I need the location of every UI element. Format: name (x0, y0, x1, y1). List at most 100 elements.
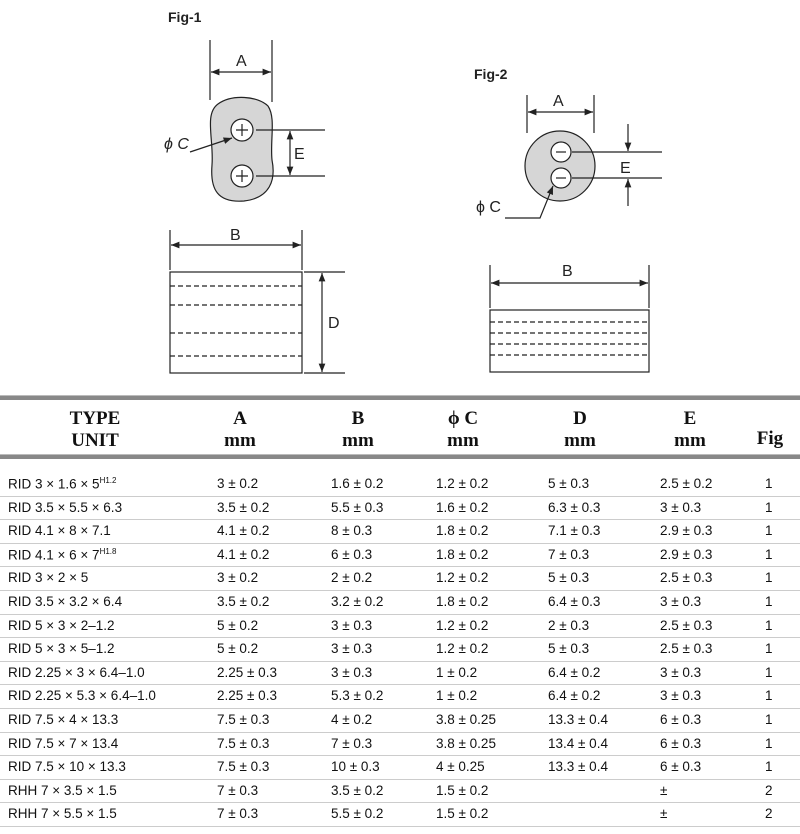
cell-a: 7.5 ± 0.3 (217, 736, 269, 751)
cell-fig: 1 (765, 641, 773, 656)
cell-d-text: 13.4 ± 0.4 (548, 735, 608, 751)
cell-b-text: 8 ± 0.3 (331, 523, 373, 539)
cell-e: 2.5 ± 0.3 (660, 641, 712, 656)
cell-e: ± (660, 806, 667, 821)
fig1-dim-d: D (328, 315, 340, 332)
cell-a: 7 ± 0.3 (217, 806, 258, 821)
cell-type-text: RID 2.25 × 5.3 × 6.4–1.0 (8, 688, 156, 704)
cell-b: 3 ± 0.3 (331, 641, 372, 656)
cell-c: 1.2 ± 0.2 (436, 641, 488, 656)
cell-d-text: 5 ± 0.3 (548, 570, 590, 586)
cell-fig: 1 (765, 665, 773, 680)
header-a-label: A (233, 408, 247, 429)
cell-c-text: 1.8 ± 0.2 (436, 523, 489, 539)
cell-d-text: 6.4 ± 0.3 (548, 594, 601, 609)
cell-fig: 1 (765, 594, 773, 609)
cell-a-text: 2.25 ± 0.3 (217, 664, 277, 680)
cell-d: 5 ± 0.3 (548, 641, 589, 656)
cell-e: 3 ± 0.3 (660, 665, 701, 680)
cell-c-text: 3.8 ± 0.25 (436, 712, 496, 727)
cell-a-text: 7.5 ± 0.3 (217, 712, 270, 727)
header-type-label: TYPE (69, 408, 121, 429)
cell-b-text: 6 ± 0.3 (331, 546, 373, 562)
cell-d: 6.4 ± 0.2 (548, 665, 600, 680)
table-top-rule (0, 395, 800, 400)
cell-d: 13.4 ± 0.4 (548, 736, 608, 751)
cell-a: 2.25 ± 0.3 (217, 688, 277, 703)
cell-type-text: RID 3 × 1.6 × 5 (8, 476, 100, 492)
cell-type: RID 5 × 3 × 5–1.2 (8, 641, 115, 656)
cell-fig-text: 1 (765, 688, 773, 704)
cell-fig-text: 1 (765, 523, 773, 539)
cell-fig: 1 (765, 523, 773, 538)
cell-d-text: 13.3 ± 0.4 (548, 712, 608, 727)
cell-c-text: 1.2 ± 0.2 (436, 476, 489, 491)
header-a-unit: mm (224, 430, 256, 451)
cell-d-text: 6.4 ± 0.2 (548, 688, 601, 704)
cell-fig: 2 (765, 806, 773, 821)
cell-a-text: 7.5 ± 0.3 (217, 759, 270, 775)
cell-c-text: 1 ± 0.2 (436, 688, 478, 704)
cell-a: 7.5 ± 0.3 (217, 759, 269, 774)
cell-b: 1.6 ± 0.2 (331, 476, 383, 491)
cell-e: 2.9 ± 0.3 (660, 547, 712, 562)
cell-fig: 2 (765, 783, 773, 798)
cell-type: RHH 7 × 3.5 × 1.5 (8, 783, 117, 798)
cell-a-text: 7.5 ± 0.3 (217, 735, 270, 751)
fig2-dim-b: B (562, 263, 573, 280)
cell-type-text: RID 3.5 × 5.5 × 6.3 (8, 499, 123, 515)
cell-b-text: 5.5 ± 0.2 (331, 806, 384, 822)
cell-a-text: 3 ± 0.2 (217, 476, 259, 491)
cell-b-text: 4 ± 0.2 (331, 712, 373, 727)
cell-fig-text: 1 (765, 617, 773, 633)
cell-c: 4 ± 0.25 (436, 759, 485, 774)
cell-a-text: 5 ± 0.2 (217, 617, 259, 633)
cell-d: 13.3 ± 0.4 (548, 712, 608, 727)
cell-e: 3 ± 0.3 (660, 688, 701, 703)
type-superscript: H1.8 (99, 546, 117, 556)
cell-e: 6 ± 0.3 (660, 712, 701, 727)
cell-type-text: RID 4.1 × 8 × 7.1 (8, 523, 111, 539)
cell-e-text: 3 ± 0.3 (660, 594, 702, 609)
cell-c: 1 ± 0.2 (436, 688, 477, 703)
cell-type: RID 7.5 × 7 × 13.4 (8, 736, 118, 751)
cell-e: 6 ± 0.3 (660, 759, 701, 774)
header-d: D mm (560, 408, 600, 452)
cell-b-text: 3 ± 0.3 (331, 664, 373, 680)
fig1-dim-a: A (236, 53, 247, 70)
fig1-dim-e: E (294, 146, 305, 163)
cell-type-text: RID 2.25 × 3 × 6.4–1.0 (8, 664, 145, 680)
cell-b: 7 ± 0.3 (331, 736, 372, 751)
cell-fig: 1 (765, 500, 773, 515)
cell-type-text: RID 5 × 3 × 2–1.2 (8, 617, 115, 633)
cell-type: RID 2.25 × 3 × 6.4–1.0 (8, 665, 145, 680)
cell-fig-text: 1 (765, 594, 773, 609)
cell-c-text: 1.8 ± 0.2 (436, 546, 489, 562)
cell-b-text: 7 ± 0.3 (331, 735, 373, 751)
cell-a-text: 7 ± 0.3 (217, 782, 259, 798)
cell-c: 1.6 ± 0.2 (436, 500, 488, 515)
cell-b-text: 3 ± 0.3 (331, 617, 373, 633)
cell-fig-text: 1 (765, 546, 773, 562)
fig2-label: Fig-2 (474, 66, 508, 82)
cell-d-text: 7 ± 0.3 (548, 546, 590, 562)
cell-e-text: 6 ± 0.3 (660, 735, 702, 751)
cell-fig: 1 (765, 688, 773, 703)
header-c-label: ϕ C (447, 408, 479, 429)
cell-d: 5 ± 0.3 (548, 570, 589, 585)
cell-b: 3.2 ± 0.2 (331, 594, 383, 609)
cell-a-text: 4.1 ± 0.2 (217, 523, 270, 539)
cell-fig: 1 (765, 736, 773, 751)
cell-d: 6.4 ± 0.3 (548, 594, 600, 609)
fig1-top-view (189, 40, 325, 202)
type-superscript: H1.2 (99, 476, 117, 485)
cell-fig-text: 1 (765, 570, 773, 586)
cell-b: 5.5 ± 0.2 (331, 806, 383, 821)
cell-type-text: RHH 7 × 5.5 × 1.5 (8, 806, 117, 822)
